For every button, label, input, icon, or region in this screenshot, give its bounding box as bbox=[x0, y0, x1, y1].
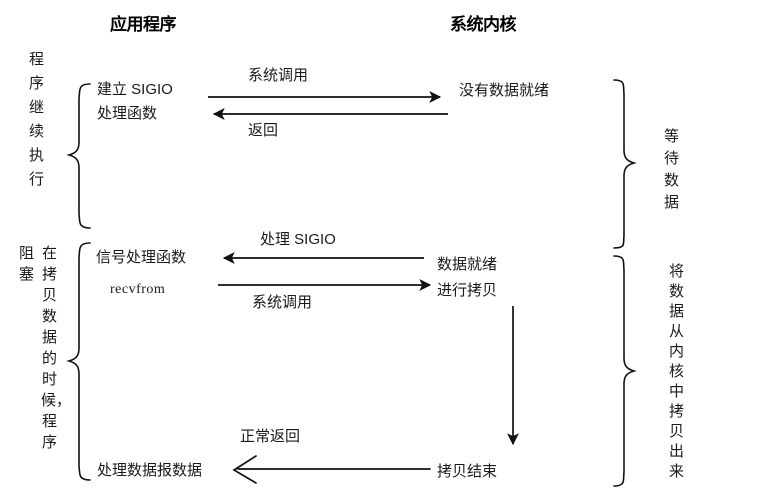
node-signal-handler: 信号处理函数 bbox=[96, 249, 187, 266]
node-copy-finished: 拷贝结束 bbox=[437, 463, 498, 480]
node-recvfrom: recvfrom bbox=[110, 282, 166, 297]
node-process-datagram: 处理数据报数据 bbox=[97, 462, 203, 479]
column-header-kernel: 系统内核 bbox=[450, 15, 517, 34]
arrow-normal-return bbox=[232, 455, 431, 484]
node-handler-func: 处理函数 bbox=[97, 105, 158, 122]
node-data-ready: 数据就绪 bbox=[437, 256, 498, 273]
arrow-label-syscall-1: 系统调用 bbox=[248, 67, 309, 84]
left-brace-label-program-continues: 程序继续执行 bbox=[28, 51, 44, 188]
left-brace-label-blocked: 阻塞 bbox=[18, 245, 34, 283]
column-header-application: 应用程序 bbox=[110, 15, 177, 34]
right-brace-label-wait-data: 等待数据 bbox=[663, 128, 679, 211]
arrow-label-deliver-sigio: 处理 SIGIO bbox=[260, 231, 336, 248]
left-brace-program-continues bbox=[66, 83, 91, 229]
arrow-label-normal-return: 正常返回 bbox=[240, 428, 301, 445]
right-brace-copy-from-kernel bbox=[613, 255, 637, 487]
arrow-label-return-1: 返回 bbox=[248, 122, 279, 139]
right-brace-label-copy-from-kernel: 将数据从内核中拷贝出来 bbox=[668, 263, 684, 480]
left-brace-label-copy-time: 在拷贝数据的时候，程序 bbox=[41, 245, 72, 451]
node-no-data-ready: 没有数据就绪 bbox=[459, 82, 550, 99]
node-setup-sigio: 建立 SIGIO bbox=[97, 81, 173, 98]
right-brace-wait-data bbox=[613, 79, 637, 249]
arrow-label-syscall-2: 系统调用 bbox=[252, 294, 313, 311]
left-brace-blocked bbox=[66, 242, 91, 481]
node-do-copy: 进行拷贝 bbox=[437, 282, 498, 299]
